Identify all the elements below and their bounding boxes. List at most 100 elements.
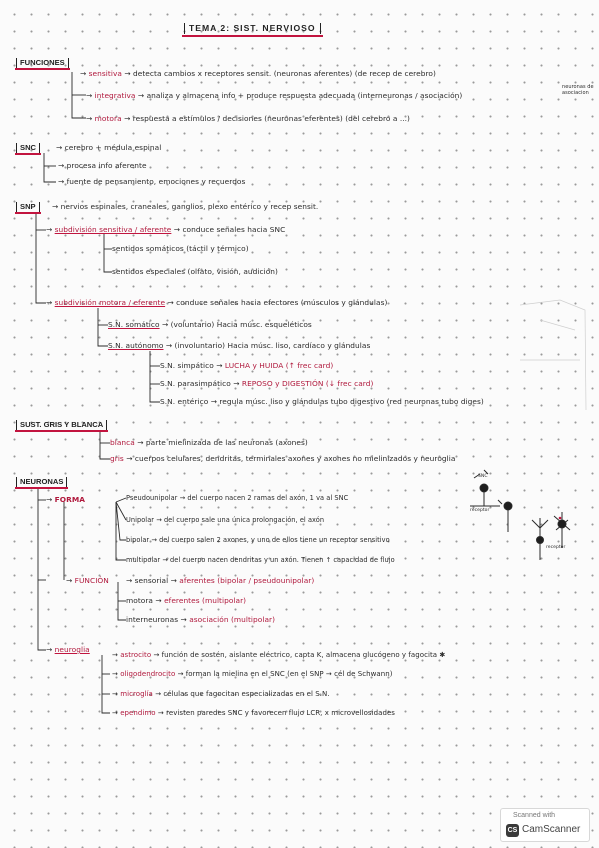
page-title: TEMA 2: SIST. NERVIOSO [182,23,323,37]
snp-autonomo-label: S.N. autónomo [108,341,164,350]
funcion-item-label: interneuronas [126,615,179,624]
snp-heading: SNP [15,202,41,214]
neuron-diagram [470,469,571,560]
neuronas-heading: NEURONAS [14,477,69,489]
funciones-item-integrativa: → integrativa → analiza y almacena info … [86,91,463,100]
neuroglia-item-text: revisten paredes SNC y favorecen flujo L… [166,709,396,717]
snp-motora-label: subdivisión motora / eferente [54,298,166,307]
snp-autonomo-sub-label: S.N. parasimpático [160,379,231,388]
sustancia-item: gris → cuerpos celulares, dendritas, ter… [110,454,456,463]
snp-autonomo-sub-text: regula músc. liso y glándulas tubo diges… [219,397,484,406]
scanner-line2: CamScanner [522,824,581,835]
snc-item: → fuente de pensamiento, emociones y rec… [58,177,246,186]
neuronas-neuroglia: → neuroglia [46,645,90,654]
sustancia-item-text: parte mielinizada de las neuronas (axone… [145,438,308,447]
sustancia-item: blanca → parte mielinizada de las neuron… [110,438,308,447]
snc-intro-text: cerebro + médula espinal [64,143,162,152]
snp-somatico: S.N. somático → (voluntario) Hacia músc.… [108,320,312,329]
neuroglia-item: → ependimo → revisten paredes SNC y favo… [112,709,396,717]
forma-item-label: Unipolar [126,516,155,524]
forma-item-text: del cuerpo salen 2 axones, y uno de ello… [159,536,390,544]
funcion-item: motora → eferentes (multipolar) [126,596,247,605]
neuroglia-item-text: forman la mielina en el SNC (en el SNP →… [185,670,393,678]
snp-sensitiva-text: conduce señales hacia SNC [182,225,286,234]
funciones-heading: FUNCIONES [15,58,70,70]
snp-autonomo-sub-label: S.N. simpático [160,361,214,370]
funciones-text: analiza y almacena info + produce respue… [146,91,463,100]
funciones-text: detecta cambios x receptores sensit. (ne… [133,69,436,78]
neuroglia-item-label: oligodendrocito [120,670,176,678]
sustancia-item-label: blanca [110,438,135,447]
snp-intro-text: nervios espinales, craneales, ganglios, … [60,202,319,211]
forma-item-text: del cuerpo nacen dendritas y un axón. Ti… [170,556,395,564]
snp-autonomo: S.N. autónomo → (involuntario) Hacia mús… [108,341,371,350]
funciones-text: respuesta a estímulos / decisiones (neur… [132,114,410,123]
forma-item-text: del cuerpo sale una única prolongación, … [163,516,325,524]
diagram-label: receptor [546,545,566,550]
neuroglia-item-label: astrocito [120,651,152,659]
funcion-item: interneuronas → asociación (multipolar) [126,615,276,624]
snp-autonomo-text: (involuntario) Hacia músc. liso, cardíac… [174,341,371,350]
funciones-label: integrativa [94,91,136,100]
forma-item: multipolar → del cuerpo nacen dendritas … [126,556,395,564]
forma-item-text: del cuerpo nacen 2 ramas del axón, 1 va … [187,494,349,502]
neuroglia-item: → oligodendrocito → forman la mielina en… [112,670,393,678]
sustancia-heading: SUST. GRIS Y BLANCA [14,420,109,432]
forma-item: Pseudounipolar → del cuerpo nacen 2 rama… [126,494,349,502]
neuroglia-item-label: microglía [120,690,153,698]
neuronas-funcion-label: FUNCIÓN [74,576,109,585]
snp-motora: → subdivisión motora / eferente → conduc… [46,298,388,307]
snp-somatico-label: S.N. somático [108,320,160,329]
snp-autonomo-sub-text: LUCHA y HUIDA (↑ frec card) [224,361,334,370]
snp-sensitiva: → subdivisión sensitiva / aferente → con… [46,225,286,234]
snp-intro: → nervios espinales, craneales, ganglios… [52,202,319,211]
snp-sensitiva-item: sentidos somáticos (táctil y térmico) [112,244,249,254]
neuroglia-item-text: células que fagocitan especializadas en … [163,690,330,698]
neuronas-forma: → FORMA [46,495,86,504]
snp-autonomo-sub: S.N. entérico → regula músc. liso y glán… [160,397,484,406]
neuronas-forma-label: FORMA [54,495,86,504]
neuroglia-item: → astrocito → función de sostén, aislant… [112,651,446,659]
snp-sensitiva-item: sentidos especiales (olfato, visión, aud… [112,267,278,277]
snc-intro: → cerebro + médula espinal [56,143,162,152]
forma-item: Unipolar → del cuerpo sale una única pro… [126,516,325,524]
funcion-item-text: eferentes (multipolar) [164,596,247,605]
forma-item-label: Pseudounipolar [126,494,178,502]
neuronas-funcion: → FUNCIÓN [66,576,109,585]
funciones-label: motora [94,114,122,123]
snp-sensitiva-item-text: sentidos especiales (olfato, visión, aud… [112,267,278,276]
funcion-item-text: asociación (multipolar) [189,615,276,624]
neuroglia-item-label: ependimo [120,709,156,717]
forma-item-label: multipolar [126,556,161,564]
funciones-item-sensitiva: → sensitiva → detecta cambios x receptor… [80,69,436,78]
snp-autonomo-sub: S.N. parasimpático → REPOSO y DIGESTIÓN … [160,379,374,388]
camscanner-watermark: Scanned with CS CamScanner [500,808,590,842]
snp-motora-text: conduce señales hacia efectores (músculo… [176,298,388,307]
snp-autonomo-sub-text: REPOSO y DIGESTIÓN (↓ frec card) [241,379,374,388]
scanner-line1: Scanned with [513,812,556,819]
diagram-label: receptor [470,508,490,513]
snc-item: → procesa info aferente [58,161,147,170]
funcion-item-label: motora [126,596,154,605]
funciones-label: sensitiva [88,69,122,78]
funciones-item-motora: → motora → respuesta a estímulos / decis… [86,114,410,123]
snp-autonomo-sub: S.N. simpático → LUCHA y HUIDA (↑ frec c… [160,361,334,370]
sustancia-item-text: cuerpos celulares, dendritas, terminales… [134,454,456,463]
forma-item-label: bipolar [126,536,150,544]
snc-item-text: procesa info aferente [66,161,147,170]
snp-sensitiva-item-text: sentidos somáticos (táctil y térmico) [112,244,249,253]
sustancia-item-label: gris [110,454,124,463]
snc-heading: SNC [14,143,42,155]
snp-sensitiva-label: subdivisión sensitiva / aferente [54,225,172,234]
snc-item-text: fuente de pensamiento, emociones y recue… [66,177,246,186]
funcion-item-text: aferentes (bipolar / pseudounipolar) [179,576,315,585]
integrativa-side-note: neuronas de asociacion [562,84,594,96]
snp-somatico-text: (voluntario) Hacia músc. esqueléticos [170,320,312,329]
neuroglia-item: → microglía → células que fagocitan espe… [112,690,330,698]
neuronas-neuroglia-label: neuroglia [54,645,90,654]
camscanner-logo-icon: CS [506,824,519,837]
neuroglia-item-text: función de sostén, aislante eléctrico, c… [161,651,446,659]
diagram-label: SNC [478,474,488,479]
